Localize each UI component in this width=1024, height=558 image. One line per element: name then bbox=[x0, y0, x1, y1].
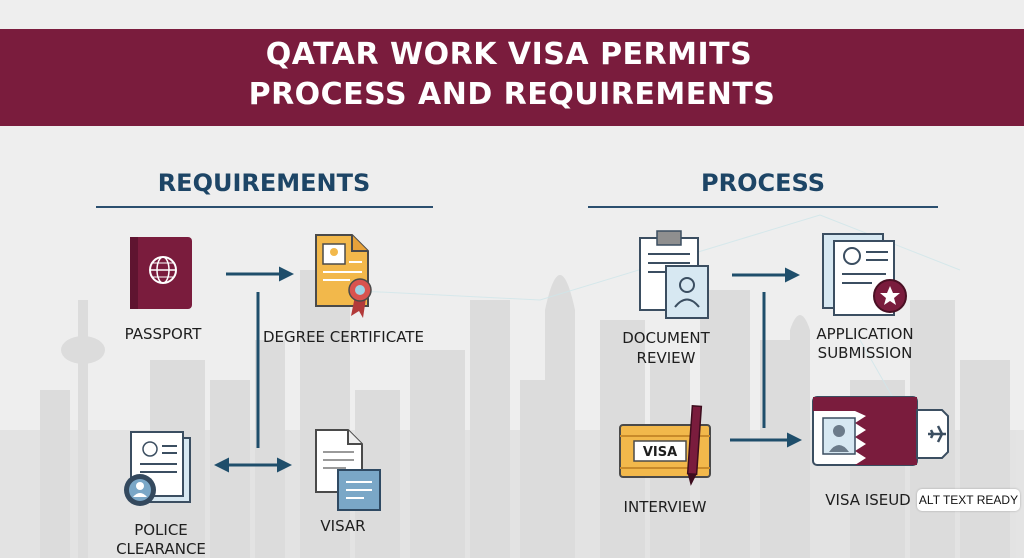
visa-card-pen-icon bbox=[619, 405, 711, 486]
visa-issued-icon bbox=[812, 396, 949, 466]
visar-label: VISAR bbox=[320, 517, 366, 535]
application-icon bbox=[822, 233, 907, 316]
requirements-heading: REQUIREMENTS bbox=[157, 169, 371, 197]
interview-label: INTERVIEW bbox=[623, 498, 707, 516]
passport-icon bbox=[130, 237, 192, 309]
visa-document-icon bbox=[315, 429, 381, 511]
police-clearance-label-line-1: POLICE bbox=[134, 521, 188, 539]
title-banner: QATAR WORK VISA PERMITS PROCESS AND REQU… bbox=[0, 29, 1024, 126]
degree-certificate-label: DEGREE CERTIFICATE bbox=[263, 328, 424, 346]
title-line-2: PROCESS AND REQUIREMENTS bbox=[248, 77, 776, 112]
visa-issued-label: VISA ISEUD bbox=[825, 491, 911, 509]
application-submission-label-line-2: SUBMISSION bbox=[817, 344, 913, 362]
requirements-connectors bbox=[214, 266, 294, 473]
police-clearance-label-line-2: CLEARANCE bbox=[116, 540, 206, 558]
process-heading: PROCESS bbox=[701, 169, 825, 197]
document-review-label-line-1: DOCUMENT bbox=[622, 329, 710, 347]
police-clearance-icon bbox=[124, 431, 191, 506]
process-divider bbox=[588, 206, 938, 208]
requirements-divider bbox=[96, 206, 433, 208]
document-review-label-line-2: REVIEW bbox=[636, 349, 696, 367]
alt-text-ready-badge: ALT TEXT READY bbox=[917, 489, 1020, 511]
visa-card-text: VISA bbox=[643, 445, 677, 460]
document-review-icon bbox=[639, 230, 709, 319]
application-submission-label-line-1: APPLICATION bbox=[816, 325, 914, 343]
process-connectors bbox=[730, 267, 802, 448]
title-line-1: QATAR WORK VISA PERMITS bbox=[265, 37, 753, 72]
certificate-icon bbox=[315, 234, 372, 318]
passport-label: PASSPORT bbox=[124, 325, 202, 343]
